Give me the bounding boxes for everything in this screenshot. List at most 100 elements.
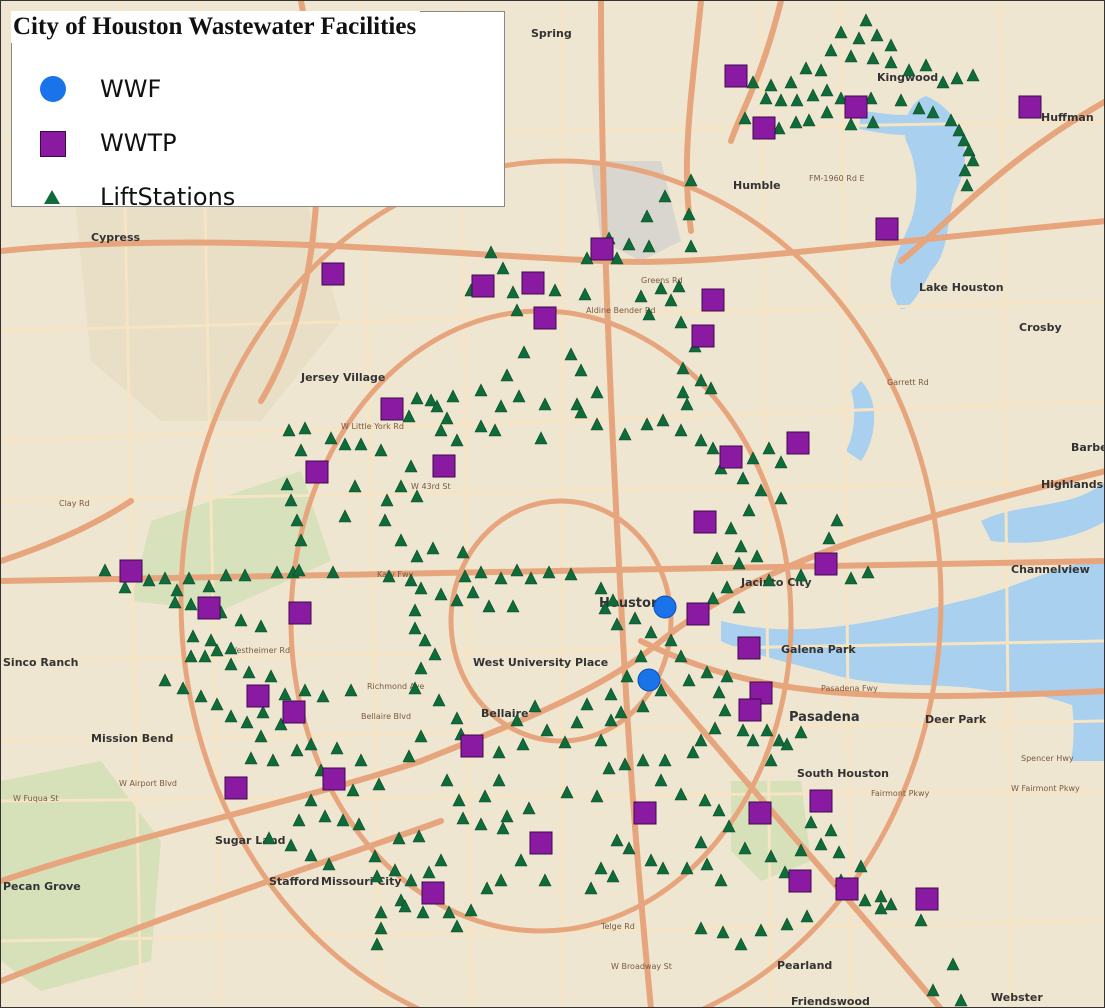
lift-station-marker[interactable] [704, 381, 718, 395]
lift-station-marker[interactable] [496, 821, 510, 835]
lift-station-marker[interactable] [962, 143, 976, 157]
lift-station-marker[interactable] [440, 773, 454, 787]
lift-station-marker[interactable] [700, 665, 714, 679]
lift-station-marker[interactable] [820, 105, 834, 119]
lift-station-marker[interactable] [734, 937, 748, 951]
lift-station-marker[interactable] [854, 859, 868, 873]
lift-station-marker[interactable] [864, 91, 878, 105]
lift-station-marker[interactable] [158, 571, 172, 585]
lift-station-marker[interactable] [936, 75, 950, 89]
lift-station-marker[interactable] [602, 761, 616, 775]
lift-station-marker[interactable] [742, 503, 756, 517]
lift-station-marker[interactable] [372, 777, 386, 791]
lift-station-marker[interactable] [590, 385, 604, 399]
lift-station-marker[interactable] [724, 521, 738, 535]
lift-station-marker[interactable] [224, 641, 238, 655]
lift-station-marker[interactable] [254, 619, 268, 633]
lift-station-marker[interactable] [416, 905, 430, 919]
lift-station-marker[interactable] [398, 899, 412, 913]
wwtp-marker[interactable] [288, 601, 312, 625]
lift-station-marker[interactable] [824, 823, 838, 837]
lift-station-marker[interactable] [656, 861, 670, 875]
lift-station-marker[interactable] [354, 753, 368, 767]
lift-station-marker[interactable] [540, 723, 554, 737]
lift-station-marker[interactable] [292, 563, 306, 577]
lift-station-marker[interactable] [240, 715, 254, 729]
lift-station-marker[interactable] [926, 105, 940, 119]
lift-station-marker[interactable] [794, 568, 808, 582]
lift-station-marker[interactable] [480, 881, 494, 895]
lift-station-marker[interactable] [344, 683, 358, 697]
lift-station-marker[interactable] [884, 897, 898, 911]
lift-station-marker[interactable] [500, 368, 514, 382]
lift-station-marker[interactable] [676, 361, 690, 375]
lift-station-marker[interactable] [622, 237, 636, 251]
lift-station-marker[interactable] [606, 593, 620, 607]
lift-station-marker[interactable] [618, 757, 632, 771]
lift-station-marker[interactable] [408, 621, 422, 635]
lift-station-marker[interactable] [820, 83, 834, 97]
lift-station-marker[interactable] [450, 919, 464, 933]
lift-station-marker[interactable] [424, 393, 438, 407]
wwtp-marker[interactable] [224, 776, 248, 800]
lift-station-marker[interactable] [434, 853, 448, 867]
wwf-marker[interactable] [637, 668, 661, 692]
lift-station-marker[interactable] [804, 815, 818, 829]
lift-station-marker[interactable] [254, 729, 268, 743]
lift-station-marker[interactable] [622, 841, 636, 855]
lift-station-marker[interactable] [604, 713, 618, 727]
lift-station-marker[interactable] [712, 685, 726, 699]
wwtp-marker[interactable] [633, 801, 657, 825]
wwtp-marker[interactable] [724, 64, 748, 88]
lift-station-marker[interactable] [450, 433, 464, 447]
wwtp-marker[interactable] [693, 510, 717, 534]
lift-station-marker[interactable] [488, 423, 502, 437]
lift-station-marker[interactable] [732, 556, 746, 570]
lift-station-marker[interactable] [422, 865, 436, 879]
lift-station-marker[interactable] [950, 71, 964, 85]
lift-station-marker[interactable] [764, 78, 778, 92]
lift-station-marker[interactable] [474, 383, 488, 397]
lift-station-marker[interactable] [348, 479, 362, 493]
lift-station-marker[interactable] [684, 239, 698, 253]
lift-station-marker[interactable] [450, 711, 464, 725]
lift-station-marker[interactable] [746, 733, 760, 747]
lift-station-marker[interactable] [158, 673, 172, 687]
lift-station-marker[interactable] [664, 293, 678, 307]
lift-station-marker[interactable] [966, 153, 980, 167]
lift-station-marker[interactable] [142, 573, 156, 587]
wwtp-marker[interactable] [814, 552, 838, 576]
lift-station-marker[interactable] [774, 93, 788, 107]
lift-station-marker[interactable] [370, 937, 384, 951]
lift-station-marker[interactable] [790, 93, 804, 107]
lift-station-marker[interactable] [682, 207, 696, 221]
lift-station-marker[interactable] [814, 63, 828, 77]
lift-station-marker[interactable] [618, 427, 632, 441]
lift-station-marker[interactable] [944, 113, 958, 127]
lift-station-marker[interactable] [548, 283, 562, 297]
lift-station-marker[interactable] [434, 423, 448, 437]
lift-station-marker[interactable] [354, 437, 368, 451]
lift-station-marker[interactable] [426, 541, 440, 555]
lift-station-marker[interactable] [478, 789, 492, 803]
lift-station-marker[interactable] [404, 873, 418, 887]
lift-station-marker[interactable] [676, 385, 690, 399]
lift-station-marker[interactable] [694, 373, 708, 387]
lift-station-marker[interactable] [410, 391, 424, 405]
lift-station-marker[interactable] [410, 489, 424, 503]
lift-station-marker[interactable] [414, 661, 428, 675]
lift-station-marker[interactable] [318, 809, 332, 823]
lift-station-marker[interactable] [560, 785, 574, 799]
lift-station-marker[interactable] [658, 189, 672, 203]
lift-station-marker[interactable] [736, 723, 750, 737]
wwtp-marker[interactable] [786, 431, 810, 455]
lift-station-marker[interactable] [256, 705, 270, 719]
lift-station-marker[interactable] [628, 611, 642, 625]
wwtp-marker[interactable] [752, 116, 776, 140]
lift-station-marker[interactable] [326, 565, 340, 579]
lift-station-marker[interactable] [718, 703, 732, 717]
lift-station-marker[interactable] [952, 123, 966, 137]
lift-station-marker[interactable] [380, 493, 394, 507]
